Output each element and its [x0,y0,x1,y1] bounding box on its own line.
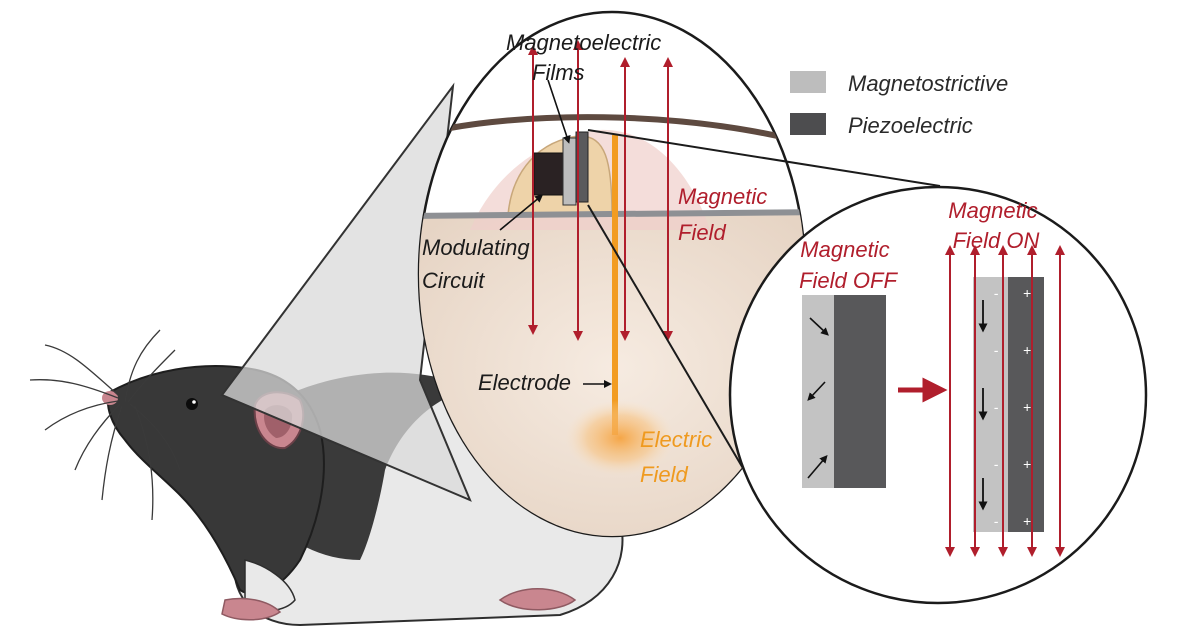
neg-charge: - [994,399,999,415]
legend: Magnetostrictive Piezoelectric [790,71,1008,138]
label-electric-field: Electric Field [640,427,718,487]
zoom-cone [220,82,472,502]
label-electrode: Electrode [478,370,571,395]
labels: Magnetoelectric Films Magnetic Field Mod… [422,30,1043,487]
neg-charge: - [994,342,999,358]
off-magnetostrictive [802,295,834,488]
electric-field-glow [565,400,675,476]
neg-charge: - [994,285,999,301]
legend-swatch-piezoelectric [790,113,826,135]
pointer-arrows [499,79,612,388]
circuit-pointer [499,194,544,231]
magnetic-field-lines [528,40,673,341]
detail-connector [587,129,941,471]
legend-label-magnetostrictive: Magnetostrictive [848,71,1008,96]
label-field-on: Magnetic Field ON [948,198,1043,253]
on-piezoelectric [1008,277,1044,532]
modulating-circuit-chip [533,152,565,196]
rat-eye [186,398,198,410]
pos-charge: + [1023,285,1031,301]
electrode [612,135,618,435]
films-pointer [547,79,571,144]
on-field-lines [945,245,1065,557]
legend-swatch-magnetostrictive [790,71,826,93]
rat-front-paw [221,597,282,621]
film-detail-circle: - - - - - + + + + + [728,185,1148,605]
label-magnetoelectric-films: Magnetoelectric Films [506,30,667,85]
label-modulating-circuit: Modulating Circuit [422,235,536,293]
legend-label-piezoelectric: Piezoelectric [848,113,973,138]
off-domain-arrows [807,317,829,479]
rat-hind-paw [498,588,577,611]
film-magnetostrictive [562,137,577,206]
pos-charge: + [1023,513,1031,529]
pos-charge: + [1023,399,1031,415]
rat-whiskers [29,329,181,521]
neg-charge: - [994,513,999,529]
label-field-off: Magnetic Field OFF [799,237,898,293]
off-piezoelectric [834,295,886,488]
pos-charge: + [1023,456,1031,472]
pos-charge: + [1023,342,1031,358]
label-magnetic-field: Magnetic Field [678,184,773,245]
neg-charge: - [994,456,999,472]
